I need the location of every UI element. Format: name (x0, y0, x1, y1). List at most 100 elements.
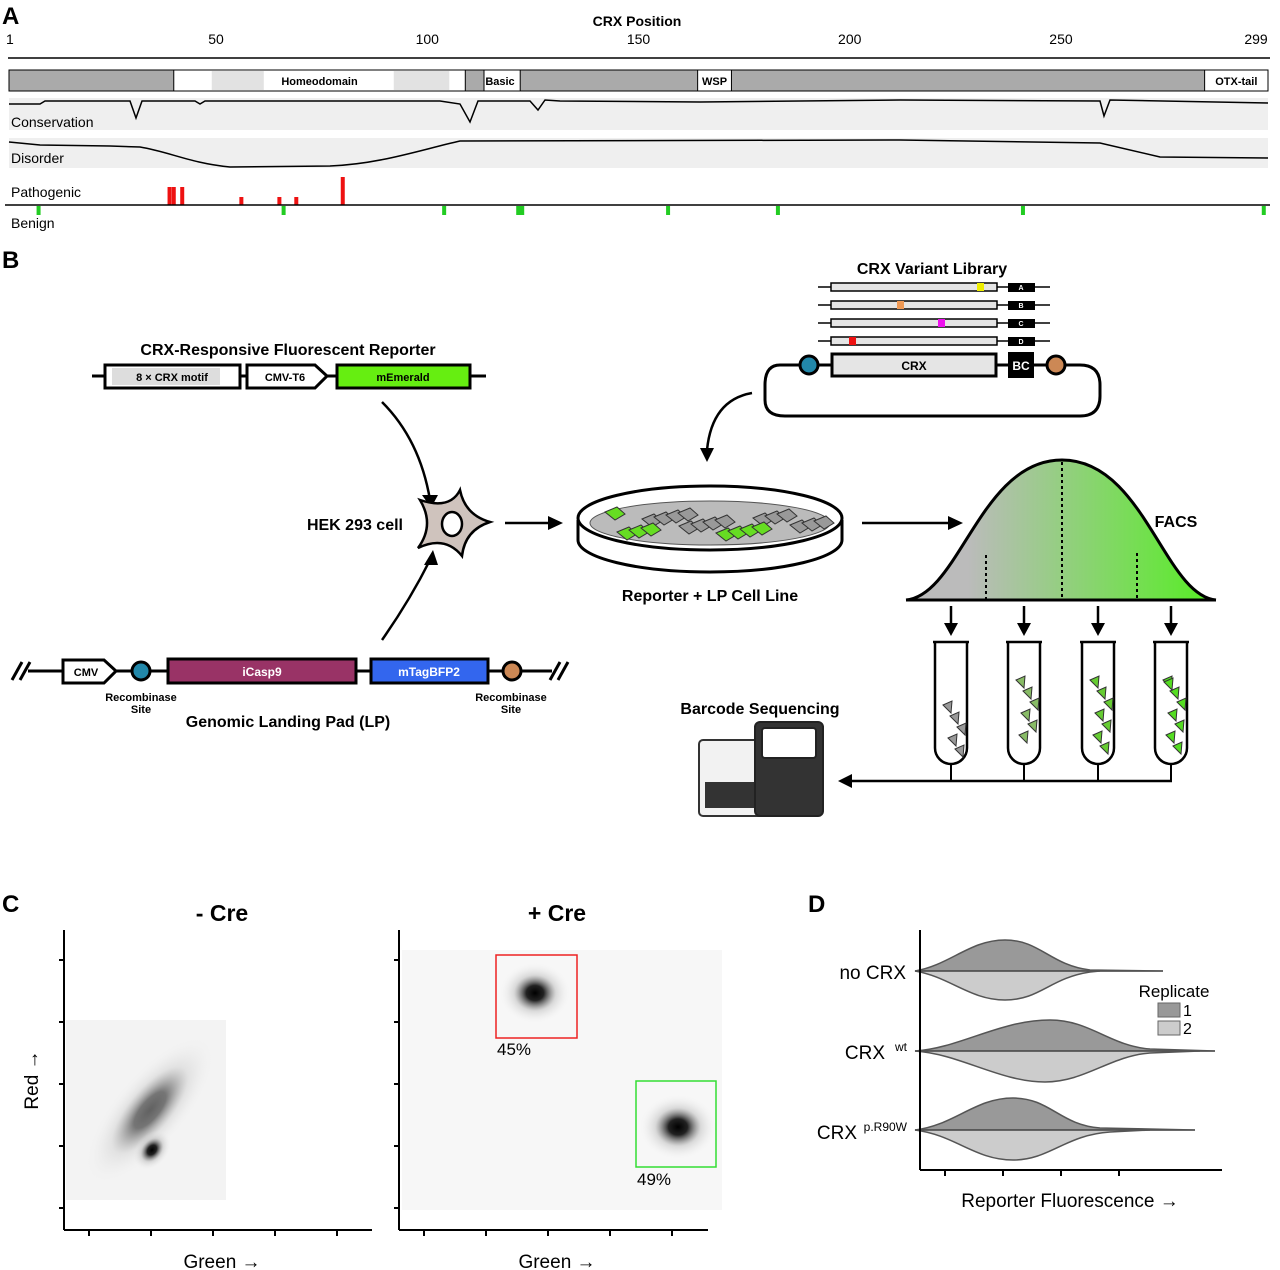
gate-red (495, 954, 578, 1039)
minus-cre-title: - Cre (196, 900, 248, 926)
gate-red-percent: 45% (497, 1040, 531, 1059)
pathogenic-variant-mark (294, 197, 299, 205)
legend-label-2: 2 (1183, 1021, 1192, 1038)
gate-green (635, 1080, 717, 1168)
culture-dish-icon (576, 484, 844, 574)
mtagbfp2-gene (369, 657, 490, 685)
category-no-crx: no CRX (839, 963, 906, 984)
x-axis-label: Green → (518, 1252, 595, 1270)
variant-mark (897, 301, 904, 309)
violin-crx-r90w-rep2 (914, 1129, 1151, 1161)
variant-construct (830, 336, 998, 346)
domain-label: Basic (485, 76, 514, 88)
pathogenic-variant-mark (277, 197, 282, 205)
benign-variant-mark (1261, 206, 1266, 215)
variant-construct (830, 300, 998, 310)
x-axis-label: Green → (183, 1252, 260, 1270)
panel-label-d: D (808, 891, 825, 918)
domain-label: WSP (702, 76, 727, 88)
memerald-label: mEmerald (376, 372, 429, 384)
category-crx-r90w: CRX (817, 1123, 857, 1144)
plus-cre-title: + Cre (528, 900, 586, 926)
sorted-tube-icon (1006, 642, 1042, 766)
position-tick-label: 250 (1049, 31, 1073, 47)
pathogenic-variants (167, 177, 345, 205)
cmv-t6-label: CMV-T6 (265, 372, 305, 384)
icasp9-gene (166, 657, 358, 685)
site-label: Site (131, 704, 151, 716)
recombinase-site-icon (130, 660, 152, 682)
recombinase-site-icon (501, 660, 523, 682)
position-tick-label: 100 (416, 31, 440, 47)
minus-cre-plot (66, 1020, 226, 1200)
domain-wsp (697, 69, 732, 92)
barcode-box (1008, 319, 1035, 328)
variant-mark (849, 337, 856, 345)
sorted-tube-icon (1080, 642, 1116, 766)
recombinase-label: Recombinase (475, 692, 547, 704)
plot-ticks (59, 959, 673, 1236)
barcode-label: BC (1012, 359, 1030, 373)
barcode-label: B (1018, 303, 1023, 310)
category-crx-wt: CRX (845, 1043, 885, 1064)
violin-crx-wt-rep2 (914, 1050, 1201, 1083)
variant-construct (830, 318, 998, 328)
violin-ticks (944, 1170, 1120, 1176)
memerald-gene (335, 363, 472, 390)
pathogenic-variant-mark (180, 187, 185, 205)
pathogenic-variant-mark (167, 187, 172, 205)
violin-crx-r90w-rep1 (914, 1097, 1196, 1131)
sequencing-label: Barcode Sequencing (680, 701, 839, 718)
site-label: Site (501, 704, 521, 716)
panel-label-b: B (2, 247, 19, 274)
pathogenic-variant-mark (239, 197, 244, 205)
domain-label: OTX-tail (1215, 76, 1257, 88)
category-crx-wt-superscript: wt (894, 1040, 908, 1054)
reporter-title: CRX-Responsive Fluorescent Reporter (140, 342, 435, 359)
track-label-pathogenic: Pathogenic (11, 184, 81, 200)
benign-variant-mark (281, 206, 286, 215)
conservation-track (9, 98, 1268, 130)
x-axis-label: Reporter Fluorescence → (961, 1191, 1179, 1212)
sorted-tubes (933, 606, 1189, 781)
barcode-box (1008, 283, 1035, 292)
violin-no-crx-rep1 (914, 939, 1164, 972)
position-tick-label: 1 (6, 31, 14, 47)
domain-basic (483, 69, 521, 92)
sorted-tube-icon (1153, 642, 1189, 766)
disorder-line (8, 139, 1269, 168)
track-label-conservation: Conservation (11, 114, 94, 130)
track-label-disorder: Disorder (11, 150, 64, 166)
violin-no-crx-rep2 (914, 970, 1101, 1001)
conservation-line (9, 99, 1269, 124)
icasp9-label: iCasp9 (242, 665, 282, 679)
recombinase-site-icon (1045, 354, 1067, 376)
position-tick-label: 150 (627, 31, 651, 47)
legend-title: Replicate (1139, 982, 1210, 1001)
gate-green-percent: 49% (637, 1170, 671, 1189)
benign-variants (36, 206, 1266, 215)
barcode-label: A (1018, 285, 1023, 292)
barcode-box (1008, 301, 1035, 310)
panel-label-a: A (2, 3, 19, 30)
barcode-label: D (1018, 339, 1023, 346)
domain-label: Homeodomain (281, 76, 358, 88)
cell-label: HEK 293 cell (307, 517, 403, 534)
domains: Homeodomain Basic WSP OTX-tail (173, 69, 1269, 92)
domain-otx-tail (1204, 69, 1269, 92)
benign-variant-mark (442, 206, 447, 215)
position-tick-label: 50 (208, 31, 224, 47)
facs-label: FACS (1155, 514, 1198, 531)
crx-gene (830, 352, 998, 378)
variant-construct (830, 282, 998, 292)
library-title: CRX Variant Library (857, 261, 1007, 278)
barcode-box (1008, 337, 1035, 346)
position-tick-label: 200 (838, 31, 862, 47)
variant-mark (977, 283, 984, 291)
cmv-label: CMV (74, 667, 99, 679)
recombinase-label: Recombinase (105, 692, 177, 704)
